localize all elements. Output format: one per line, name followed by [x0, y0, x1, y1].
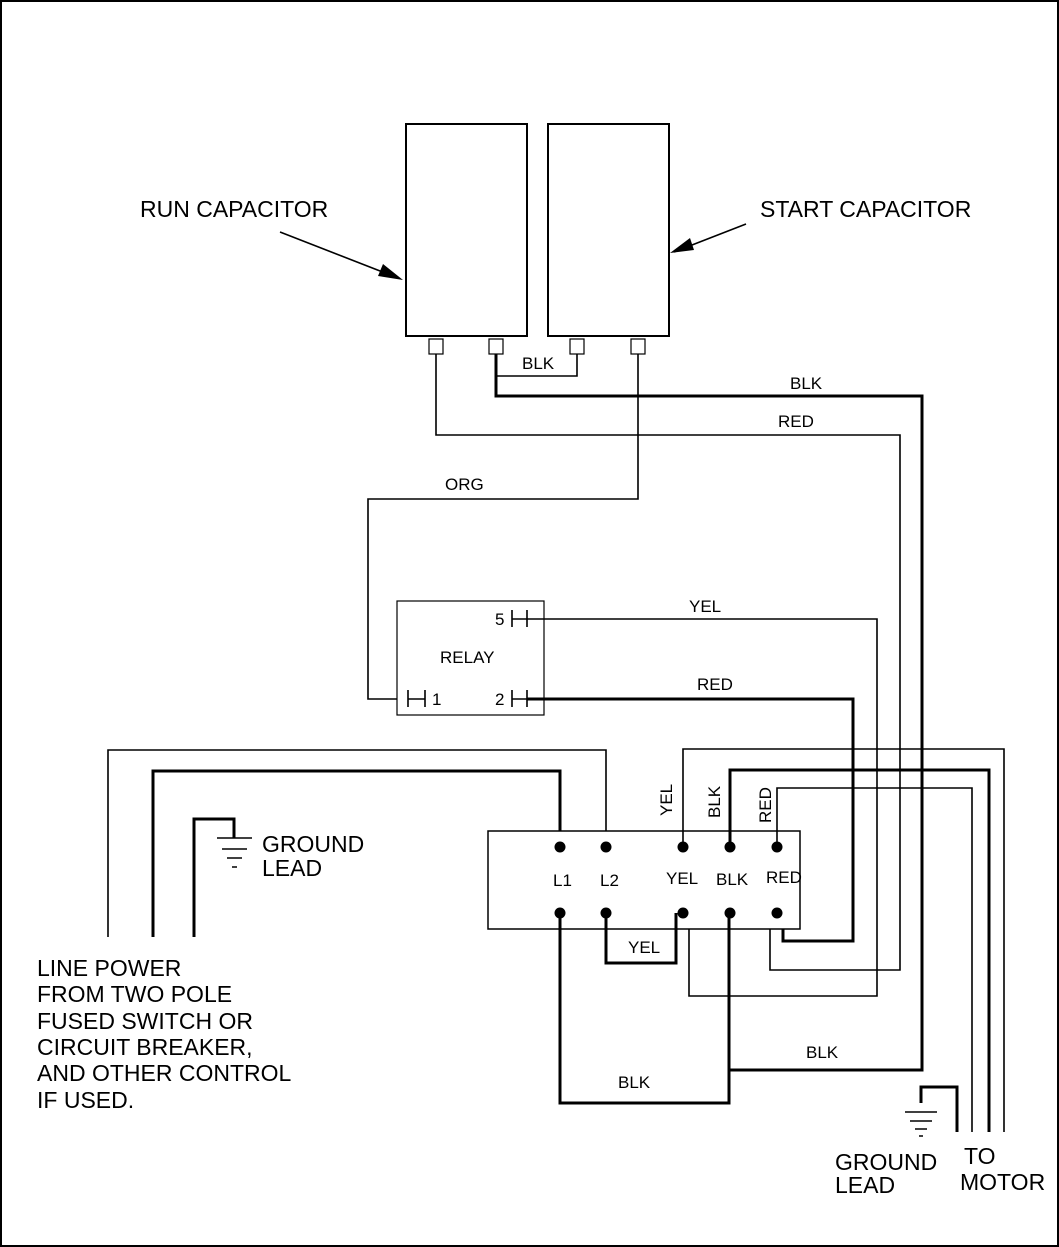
line-power-label-line: LINE POWER: [37, 955, 181, 981]
start-capacitor-terminal-left: [569, 338, 585, 355]
start-capacitor: [547, 123, 670, 337]
start-to-relay-org-wire: [367, 354, 639, 700]
run-to-block-blk-wire-label: BLK: [790, 374, 823, 393]
line-power-label-line: AND OTHER CONTROL: [37, 1060, 292, 1086]
ground-lead-right-label-line1: GROUND: [835, 1149, 937, 1175]
ground-lead-right-label-line2: LEAD: [835, 1172, 895, 1198]
line-power-label-line: IF USED.: [37, 1087, 134, 1113]
ground-lead-left-label-line1: GROUND: [262, 831, 364, 857]
block-vertical-yel-label: YEL: [657, 784, 676, 816]
terminal-blk-label: BLK: [716, 870, 749, 889]
run-capacitor: [405, 123, 528, 337]
start-capacitor-arrowhead: [670, 238, 694, 253]
relay2-red-wire-label: RED: [697, 675, 733, 694]
ground-symbol-left: [217, 837, 252, 868]
run-capacitor-terminal-left: [428, 338, 444, 355]
relay5-yel-wire-label: YEL: [689, 597, 721, 616]
start-to-relay-org-wire-label: ORG: [445, 475, 484, 494]
relay-terminal-2-label: 2: [495, 690, 504, 709]
terminal-dot-l2-top: [600, 841, 612, 853]
run-to-block-blk-wire: [494, 354, 924, 1072]
relay: [396, 600, 545, 716]
run-to-block-red-wire-label: RED: [778, 412, 814, 431]
bottom-blk-loop-wire: [558, 913, 731, 1105]
ground-symbol-right: [905, 1111, 937, 1137]
relay-terminal-5-label: 5: [495, 610, 504, 629]
terminal-dot-l2-bottom: [600, 907, 612, 919]
cap-jumper-wire-label: BLK: [522, 354, 555, 373]
terminal-dot-blk-bottom: [724, 907, 736, 919]
run-to-block-red-wire: [435, 354, 901, 971]
relay5-yel-wire: [527, 618, 878, 997]
terminal-yel-label: YEL: [666, 869, 698, 888]
relay2-red-wire: [527, 697, 855, 943]
terminal-dots-top: [554, 841, 783, 853]
terminal-dot-yel-bottom: [677, 907, 689, 919]
bottom-blk-right-label: BLK: [806, 1043, 839, 1062]
relay-label: RELAY: [440, 648, 495, 667]
terminal-dot-l1-bottom: [554, 907, 566, 919]
terminal-l2-label: L2: [600, 871, 619, 890]
terminal-dot-blk-top: [724, 841, 736, 853]
terminal-dot-red-bottom: [771, 907, 783, 919]
line-power-label-line: CIRCUIT BREAKER,: [37, 1034, 253, 1060]
block-yel-to-motor-wire: [682, 748, 1005, 1132]
block-vertical-red-label: RED: [756, 787, 775, 823]
line-power-label-line: FROM TWO POLE: [37, 981, 232, 1007]
line-power-l2-wire: [107, 749, 607, 937]
run-capacitor-arrow: [279, 231, 399, 279]
line-power-label: LINE POWER FROM TWO POLE FUSED SWITCH OR…: [37, 955, 292, 1113]
block-blk-to-motor-wire: [728, 768, 991, 1132]
terminal-dot-l1-top: [554, 841, 566, 853]
terminal-block: [487, 830, 801, 930]
relay-terminal-1-label: 1: [432, 690, 441, 709]
to-motor-label-line1: TO: [964, 1143, 996, 1169]
ground-lead-left-label-line2: LEAD: [262, 855, 322, 881]
terminal-l1-label: L1: [553, 871, 572, 890]
terminal-dots-bottom: [554, 907, 783, 919]
terminal-dot-red-top: [771, 841, 783, 853]
line-power-l1-wire: [151, 769, 562, 937]
relay-terminal-1-symbol: [407, 690, 426, 707]
to-motor-label-line2: MOTOR: [960, 1169, 1045, 1195]
run-capacitor-arrowhead: [378, 264, 403, 280]
start-capacitor-label: START CAPACITOR: [760, 196, 971, 222]
block-red-to-motor-wire: [776, 787, 973, 1132]
start-capacitor-terminal-right: [630, 338, 646, 355]
run-capacitor-terminal-right: [488, 338, 504, 355]
terminal-dot-yel-top: [677, 841, 689, 853]
line-power-ground-wire: [192, 817, 236, 937]
terminal-red-label: RED: [766, 868, 802, 887]
run-capacitor-label: RUN CAPACITOR: [140, 196, 328, 222]
bottom-blk-loop-label: BLK: [618, 1073, 651, 1092]
block-vertical-blk-label: BLK: [705, 785, 724, 818]
motor-ground-wire: [919, 1085, 959, 1132]
l2-yel-jumper-wire: [604, 913, 678, 965]
line-power-label-line: FUSED SWITCH OR: [37, 1008, 253, 1034]
l2-yel-jumper-label: YEL: [628, 938, 660, 957]
